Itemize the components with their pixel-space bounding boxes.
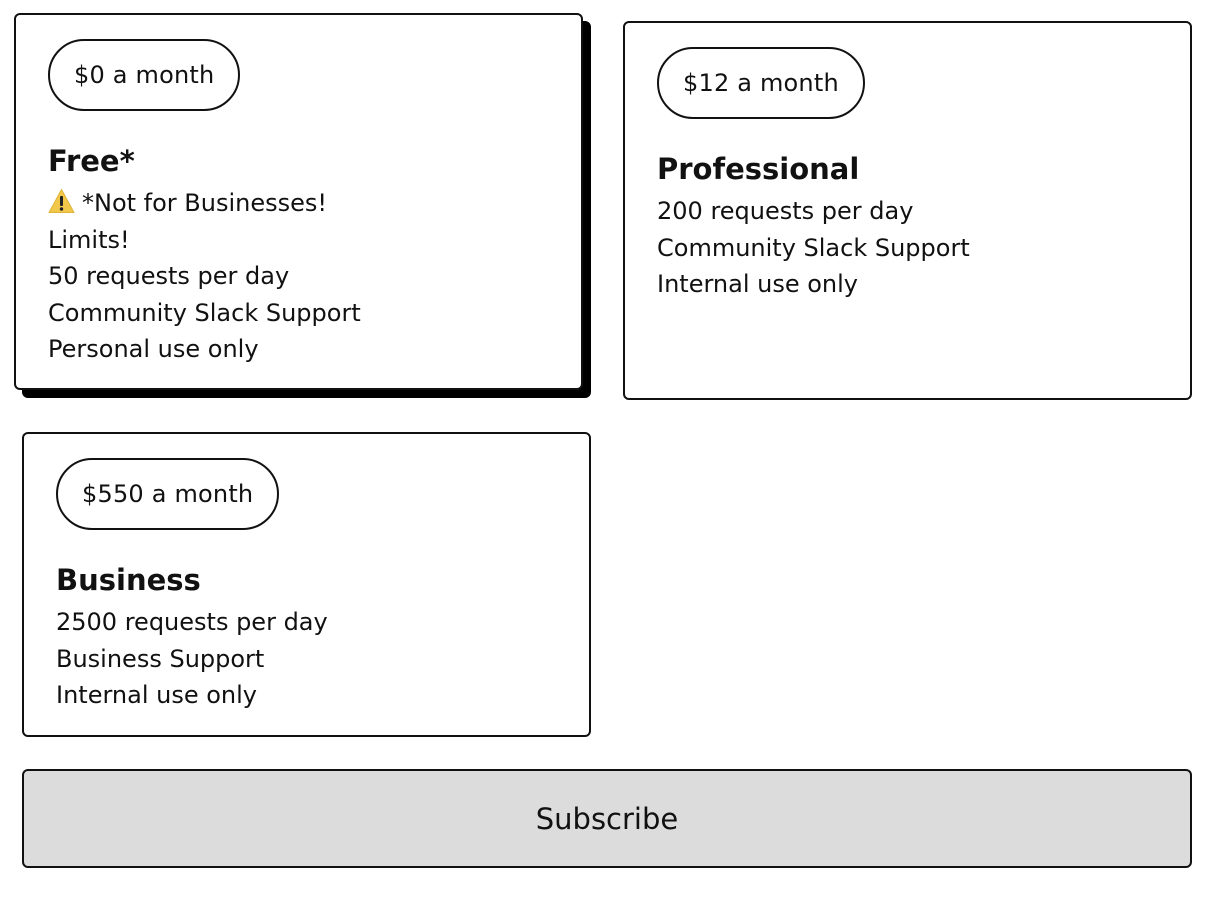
feature-item: Business Support bbox=[56, 644, 265, 673]
price-badge: $0 a month bbox=[48, 39, 241, 111]
feature-item: Community Slack Support bbox=[48, 298, 361, 327]
feature-item: 2500 requests per day bbox=[56, 608, 328, 636]
feature-item: Internal use only bbox=[657, 270, 858, 299]
subscribe-button[interactable]: Subscribe bbox=[22, 769, 1192, 868]
feature-item: Internal use only bbox=[56, 681, 257, 710]
plan-name: Business bbox=[56, 563, 201, 597]
feature-item: 200 requests per day bbox=[657, 197, 914, 225]
plan-card-professional[interactable]: $12 a month Professional 200 requests pe… bbox=[623, 21, 1192, 400]
warning-icon bbox=[48, 188, 75, 214]
feature-item: Community Slack Support bbox=[657, 233, 970, 262]
plan-name: Professional bbox=[657, 152, 860, 186]
warning-line: *Not for Businesses! bbox=[48, 185, 361, 222]
warning-text: *Not for Businesses! bbox=[82, 189, 328, 217]
feature-list: 2500 requests per day Business Support I… bbox=[56, 604, 328, 714]
feature-item: Personal use only bbox=[48, 335, 259, 364]
feature-list: 200 requests per day Community Slack Sup… bbox=[657, 193, 970, 303]
plan-name: Free* bbox=[48, 144, 135, 178]
price-badge: $550 a month bbox=[56, 458, 280, 530]
price-badge: $12 a month bbox=[657, 47, 865, 119]
plan-card-free[interactable]: $0 a month Free* *Not for Businesses! Li… bbox=[14, 13, 583, 390]
feature-item: Limits! bbox=[48, 225, 130, 254]
plan-card-business[interactable]: $550 a month Business 2500 requests per … bbox=[22, 432, 591, 737]
feature-item: 50 requests per day bbox=[48, 262, 290, 291]
feature-list: *Not for Businesses! Limits! 50 requests… bbox=[48, 185, 361, 368]
